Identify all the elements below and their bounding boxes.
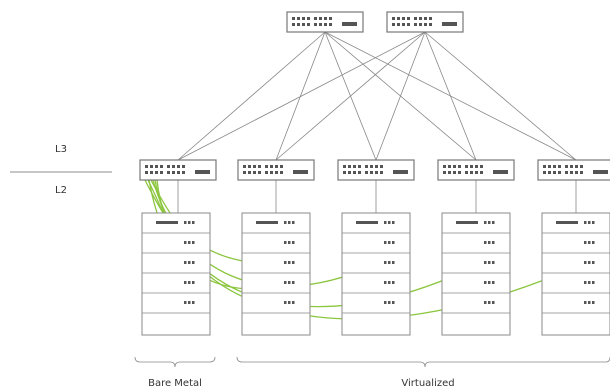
layer-divider: L3 L2 <box>10 144 112 196</box>
leaf-switch-4 <box>437 159 515 181</box>
layer-label-l3: L3 <box>55 144 67 155</box>
leaf-switch-5 <box>537 159 610 181</box>
rack-1 <box>141 212 211 336</box>
link-spine2-leaf1 <box>177 31 426 161</box>
layer-label-l2: L2 <box>55 185 67 196</box>
leaf-switch-1 <box>139 159 217 181</box>
rack-3 <box>341 212 411 336</box>
link-spine1-leaf2 <box>275 31 326 161</box>
spine-leaf-links <box>177 31 577 213</box>
switches <box>139 11 610 181</box>
link-spine1-leaf1 <box>177 31 326 161</box>
leaf-switch-2 <box>237 159 315 181</box>
brace-bare-metal <box>134 356 216 368</box>
link-spine2-leaf4 <box>424 31 477 161</box>
green-path-4 <box>152 179 376 287</box>
link-spine2-leaf3 <box>375 31 426 161</box>
spine-switch-1 <box>286 11 364 33</box>
rack-2 <box>241 212 311 336</box>
group-label-bare-metal: Bare Metal <box>148 378 202 389</box>
rack-4 <box>441 212 511 336</box>
brace-virtualized <box>236 356 610 368</box>
racks <box>141 212 610 336</box>
group-label-virtualized: Virtualized <box>401 378 454 389</box>
link-spine2-leaf2 <box>275 31 426 161</box>
group-braces <box>134 356 610 368</box>
rack-5 <box>541 212 610 336</box>
leaf-switch-3 <box>337 159 415 181</box>
link-spine2-leaf5 <box>424 31 577 161</box>
spine-switch-2 <box>386 11 464 33</box>
